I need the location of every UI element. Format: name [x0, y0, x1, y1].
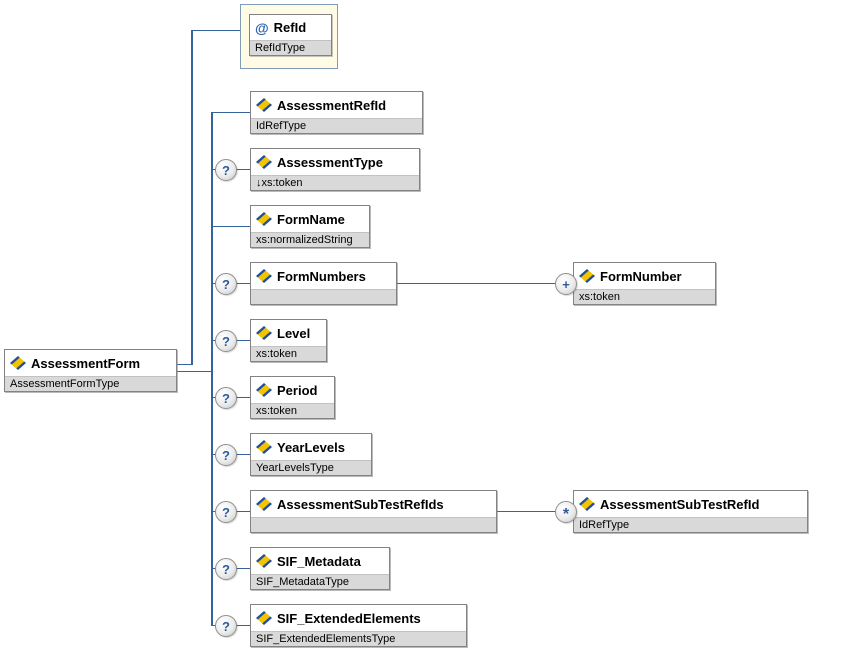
node-form-number[interactable]: FormNumber xs:token	[573, 262, 716, 305]
node-type: YearLevelsType	[251, 460, 371, 475]
optional-marker: ?	[215, 615, 237, 637]
element-icon	[256, 326, 272, 340]
optional-marker: ?	[215, 330, 237, 352]
optional-marker: ?	[215, 558, 237, 580]
node-sif-extended-elements[interactable]: SIF_ExtendedElements SIF_ExtendedElement…	[250, 604, 467, 647]
node-form-name[interactable]: FormName xs:normalizedString	[250, 205, 370, 248]
attr-trunk-line	[191, 30, 193, 365]
zero-or-more-marker: *	[555, 501, 577, 523]
attribute-icon: @	[255, 19, 269, 36]
optional-marker: ?	[215, 273, 237, 295]
node-year-levels[interactable]: YearLevels YearLevelsType	[250, 433, 372, 476]
connector-root-to-child-trunk	[177, 371, 213, 372]
optional-marker: ?	[215, 444, 237, 466]
connector-child	[211, 112, 250, 113]
child-trunk-line	[211, 112, 213, 626]
node-type: IdRefType	[251, 118, 422, 133]
node-period[interactable]: Period xs:token	[250, 376, 335, 419]
node-title: SIF_Metadata	[277, 553, 361, 569]
node-title: FormName	[277, 211, 345, 227]
element-icon	[10, 356, 26, 370]
node-assessment-refid[interactable]: AssessmentRefId IdRefType	[250, 91, 423, 134]
node-refid-attribute[interactable]: @ RefId RefIdType	[249, 14, 332, 56]
node-type: xs:token	[251, 346, 326, 361]
optional-marker: ?	[215, 501, 237, 523]
element-icon	[256, 554, 272, 568]
node-type: xs:normalizedString	[251, 232, 369, 247]
connector-subtestrefids-to-subtestrefid	[497, 511, 573, 512]
element-icon	[256, 611, 272, 625]
element-icon	[256, 269, 272, 283]
node-level[interactable]: Level xs:token	[250, 319, 327, 362]
node-assessment-form[interactable]: AssessmentForm AssessmentFormType	[4, 349, 177, 392]
node-type	[251, 517, 496, 532]
node-title: FormNumber	[600, 268, 682, 284]
node-title: AssessmentRefId	[277, 97, 387, 113]
node-type: ↓xs:token	[251, 175, 419, 190]
element-icon	[256, 383, 272, 397]
connector-child	[211, 226, 250, 227]
element-icon	[256, 212, 272, 226]
node-assessment-type[interactable]: AssessmentType ↓xs:token	[250, 148, 420, 191]
node-title: FormNumbers	[277, 268, 366, 284]
one-or-more-marker: +	[555, 273, 577, 295]
node-type: IdRefType	[574, 517, 807, 532]
optional-marker: ?	[215, 387, 237, 409]
node-type: AssessmentFormType	[5, 376, 176, 391]
node-type: RefIdType	[250, 40, 331, 55]
connector-root-to-attr-trunk	[177, 364, 193, 365]
node-title: AssessmentSubTestRefId	[600, 496, 760, 512]
node-title: AssessmentType	[277, 154, 383, 170]
element-icon	[256, 497, 272, 511]
node-title: AssessmentForm	[31, 355, 141, 371]
node-assessment-subtest-refid[interactable]: AssessmentSubTestRefId IdRefType	[573, 490, 808, 533]
node-form-numbers[interactable]: FormNumbers	[250, 262, 397, 305]
node-title: Level	[277, 325, 311, 341]
element-icon	[579, 497, 595, 511]
node-type: SIF_MetadataType	[251, 574, 389, 589]
node-type: SIF_ExtendedElementsType	[251, 631, 466, 646]
node-type: xs:token	[574, 289, 715, 304]
node-title: RefId	[273, 20, 307, 35]
attribute-group-box[interactable]: @ RefId RefIdType	[240, 4, 338, 69]
connector-formnumbers-to-formnumber	[397, 283, 573, 284]
node-type: xs:token	[251, 403, 334, 418]
element-icon	[579, 269, 595, 283]
node-title: SIF_ExtendedElements	[277, 610, 421, 626]
connector-trunk-to-refid	[191, 30, 240, 31]
node-type	[251, 289, 396, 304]
element-icon	[256, 98, 272, 112]
element-icon	[256, 155, 272, 169]
node-title: Period	[277, 382, 318, 398]
node-assessment-subtest-refids[interactable]: AssessmentSubTestRefIds	[250, 490, 497, 533]
node-title: YearLevels	[277, 439, 345, 455]
node-title: AssessmentSubTestRefIds	[277, 496, 444, 512]
node-sif-metadata[interactable]: SIF_Metadata SIF_MetadataType	[250, 547, 390, 590]
element-icon	[256, 440, 272, 454]
optional-marker: ?	[215, 159, 237, 181]
